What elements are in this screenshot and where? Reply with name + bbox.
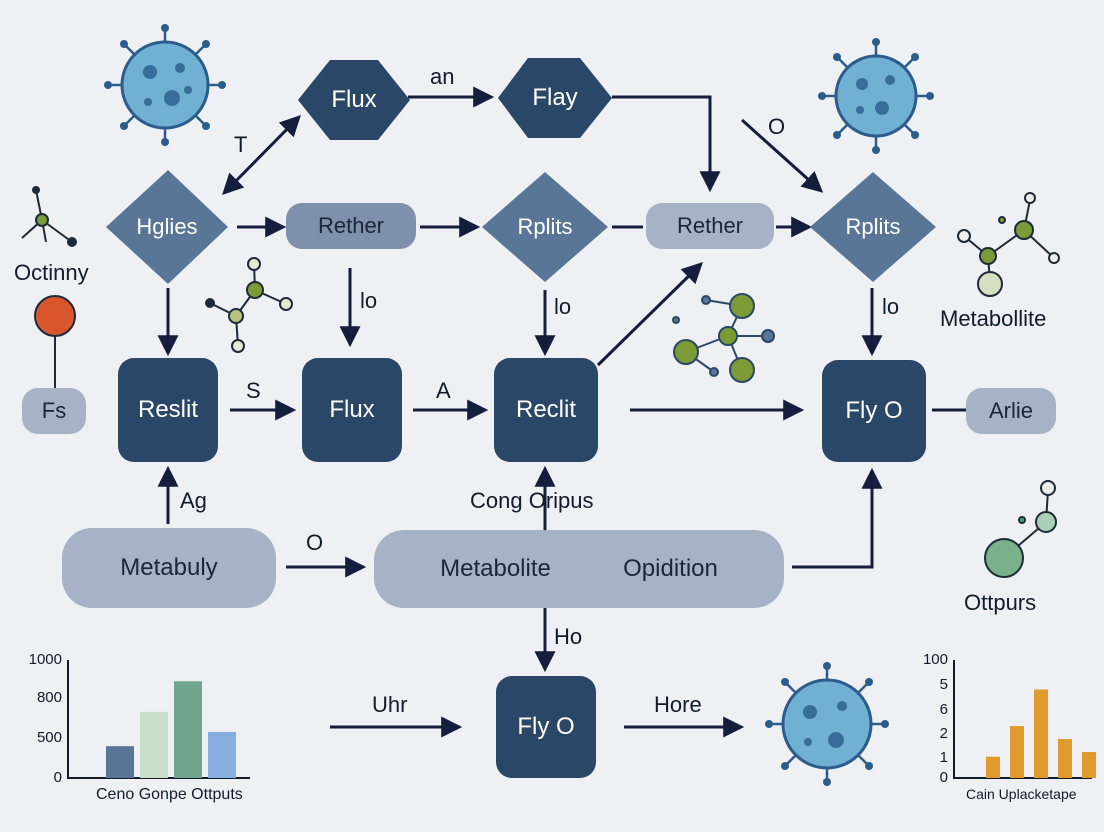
chart-bar xyxy=(1034,689,1048,778)
node-rether-2[interactable]: Rether xyxy=(646,203,774,249)
chart-bar xyxy=(1058,739,1072,778)
edge-label-cong-oripus: Cong Oripus xyxy=(470,488,594,513)
chart-bar xyxy=(106,746,134,778)
arrow-reclit-rether xyxy=(596,262,703,367)
virus-icon-top-right xyxy=(818,38,934,154)
arrow-flay-rether xyxy=(612,95,721,193)
molecule-icon-right xyxy=(957,192,1060,297)
chart-bar xyxy=(1082,752,1096,778)
bar-chart-left xyxy=(67,660,250,779)
node-metabuly[interactable]: Metabuly xyxy=(62,528,276,608)
arrow-opidition-flyo xyxy=(792,467,883,569)
arrows xyxy=(157,86,966,738)
node-flay-top[interactable]: Flay xyxy=(532,84,578,111)
virus-icon-top-left xyxy=(104,24,226,146)
edge-label-t: T xyxy=(234,132,248,157)
chart-bar xyxy=(174,681,202,778)
edge-label-s: S xyxy=(246,378,261,403)
molecule-icon-top-left xyxy=(21,186,77,247)
hexagon-flay xyxy=(498,58,612,138)
node-reclit[interactable]: Reclit xyxy=(494,358,598,462)
edge-label-o-top: O xyxy=(768,114,786,139)
chart-bar xyxy=(1010,726,1024,778)
chart-tick-label: 0 xyxy=(939,769,948,786)
node-rplits-2[interactable]: Rplits xyxy=(845,214,901,239)
molecule-icon-network xyxy=(672,293,775,383)
side-label-ottpurs: Ottpurs xyxy=(964,590,1037,615)
chart-1-caption: Ceno Gonpe Ottputs xyxy=(96,786,243,803)
edge-label-ag: Ag xyxy=(180,488,207,513)
node-flux-top[interactable]: Flux xyxy=(331,86,377,113)
chart-tick-label: 1 xyxy=(939,749,948,766)
edge-label-o-mid: O xyxy=(306,530,324,555)
arrow-hglies-flux xyxy=(222,115,301,195)
side-label-metabollite: Metabollite xyxy=(940,306,1047,331)
chart-tick-label: 1000 xyxy=(28,651,62,668)
chart-2-caption: Cain Uplacketape xyxy=(966,786,1077,802)
node-arlie[interactable]: Arlie xyxy=(966,388,1056,434)
side-label-octinny: Octinny xyxy=(14,260,89,285)
chart-tick-label: 2 xyxy=(939,725,948,742)
node-rplits-1[interactable]: Rplits xyxy=(517,214,573,239)
edge-label-lo-1: lo xyxy=(360,288,378,313)
chart-tick-label: 500 xyxy=(36,729,62,746)
chart-tick-label: 100 xyxy=(922,651,948,668)
node-rether-1[interactable]: Rether xyxy=(286,203,416,249)
node-flux-mid[interactable]: Flux xyxy=(302,358,402,462)
node-reslit[interactable]: Reslit xyxy=(118,358,218,462)
hexagon-flux xyxy=(298,60,410,140)
chart-bar xyxy=(986,756,1000,778)
edge-label-a: A xyxy=(436,378,451,403)
edge-label-lo-2: lo xyxy=(554,294,572,319)
node-fly-o-mid[interactable]: Fly O xyxy=(822,360,926,462)
edge-label-hore: Hore xyxy=(654,692,702,717)
node-metabolite-opidition[interactable]: Metabolite Opidition xyxy=(374,530,784,608)
diamond-rplits-2 xyxy=(810,172,936,282)
molecule-icon-ottpurs xyxy=(984,480,1057,578)
molecule-icon-center-left xyxy=(205,257,293,353)
chart-tick-label: 6 xyxy=(939,701,948,718)
node-hglies[interactable]: Hglies xyxy=(136,214,198,239)
node-opidition-label: Opidition xyxy=(623,555,718,582)
edge-label-uhr: Uhr xyxy=(372,692,408,717)
edge-label-an: an xyxy=(430,64,455,89)
edge-label-ho: Ho xyxy=(554,624,583,649)
bar-chart-right xyxy=(953,660,1096,779)
diamond-hglies xyxy=(106,170,228,284)
virus-icon-bottom xyxy=(765,662,889,786)
diamond-rplits-1 xyxy=(482,172,608,282)
node-fly-o-bottom[interactable]: Fly O xyxy=(496,676,596,778)
chart-bar xyxy=(140,711,168,778)
node-metabolite-label: Metabolite xyxy=(440,555,551,582)
chart-tick-label: 0 xyxy=(53,769,62,786)
node-fs[interactable]: Fs xyxy=(22,388,86,434)
chart-tick-label: 5 xyxy=(939,676,948,693)
molecule-icon-octinny xyxy=(34,295,76,392)
chart-bar xyxy=(208,731,236,778)
arrow-to-rplits-2 xyxy=(740,118,824,193)
edge-label-lo-3: lo xyxy=(882,294,900,319)
chart-tick-label: 800 xyxy=(36,689,62,706)
